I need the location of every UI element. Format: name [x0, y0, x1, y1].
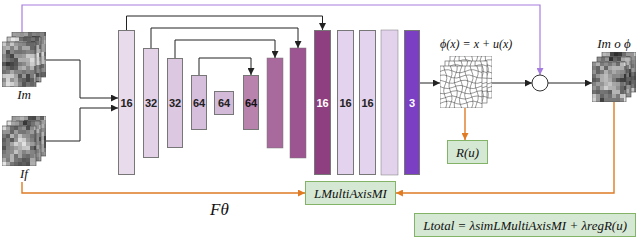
channel-count: 16 — [316, 97, 328, 109]
input-image: If — [2, 116, 46, 182]
channel-count: 32 — [169, 97, 181, 109]
channel-count: 16 — [120, 97, 132, 109]
deformation-field: ϕ(x) = x + u(x) — [440, 36, 536, 108]
conv-block: 64 — [214, 91, 234, 115]
channel-count: 3 — [409, 97, 415, 109]
conv-block: 3 — [404, 30, 420, 175]
channel-count: 16 — [339, 97, 351, 109]
conv-block: 16 — [314, 30, 331, 175]
node-label: R(u) — [456, 145, 479, 160]
node-label: If — [20, 166, 28, 182]
channel-count: 16 — [361, 97, 373, 109]
conv-block: 64 — [243, 75, 259, 130]
data-connector — [46, 108, 118, 141]
similarity-loss-box: LMultiAxisMI — [305, 181, 396, 205]
conv-block: 16 — [359, 30, 376, 175]
skip-connection — [175, 40, 275, 58]
total-loss-box: Ltotal = λsimLMultiAxisMI + λregR(u) — [414, 213, 636, 237]
channel-count: 32 — [145, 97, 157, 109]
network-label: Fθ — [210, 200, 229, 220]
decoder-block — [267, 58, 283, 148]
decoder-block — [290, 48, 306, 158]
data-connector — [127, 16, 323, 30]
loss-connector — [22, 182, 305, 193]
conv-block: 64 — [191, 75, 207, 130]
loss-connector — [396, 102, 614, 193]
image-stack — [2, 116, 46, 166]
warped-image: Im o ϕ — [592, 36, 636, 102]
node-label: Ltotal = λsimLMultiAxisMI + λregR(u) — [423, 218, 627, 233]
channel-count: 64 — [193, 97, 205, 109]
conv-block: 16 — [118, 30, 135, 175]
conv-block — [381, 30, 398, 175]
node-label: LMultiAxisMI — [314, 186, 387, 201]
data-connector — [46, 60, 118, 98]
conv-block: 32 — [143, 48, 159, 158]
channel-count: 64 — [245, 97, 257, 109]
input-image: Im — [2, 32, 46, 103]
node-label: Im — [17, 87, 31, 103]
image-stack — [592, 52, 636, 102]
field-grid — [440, 56, 492, 108]
image-stack — [2, 32, 46, 87]
skip-connection — [151, 28, 298, 48]
warp-operator — [532, 75, 548, 91]
data-connector — [199, 58, 251, 75]
field-arrow — [492, 83, 532, 84]
loss-connector — [464, 108, 465, 140]
node-label: Im o ϕ — [597, 36, 630, 52]
data-connector — [420, 83, 440, 84]
regularizer-box: R(u) — [447, 140, 488, 164]
node-label: ϕ(x) = x + u(x) — [440, 36, 512, 52]
conv-block: 32 — [167, 58, 183, 148]
channel-count: 64 — [218, 97, 230, 109]
conv-block: 16 — [337, 30, 354, 175]
warp-arrow — [548, 83, 592, 84]
